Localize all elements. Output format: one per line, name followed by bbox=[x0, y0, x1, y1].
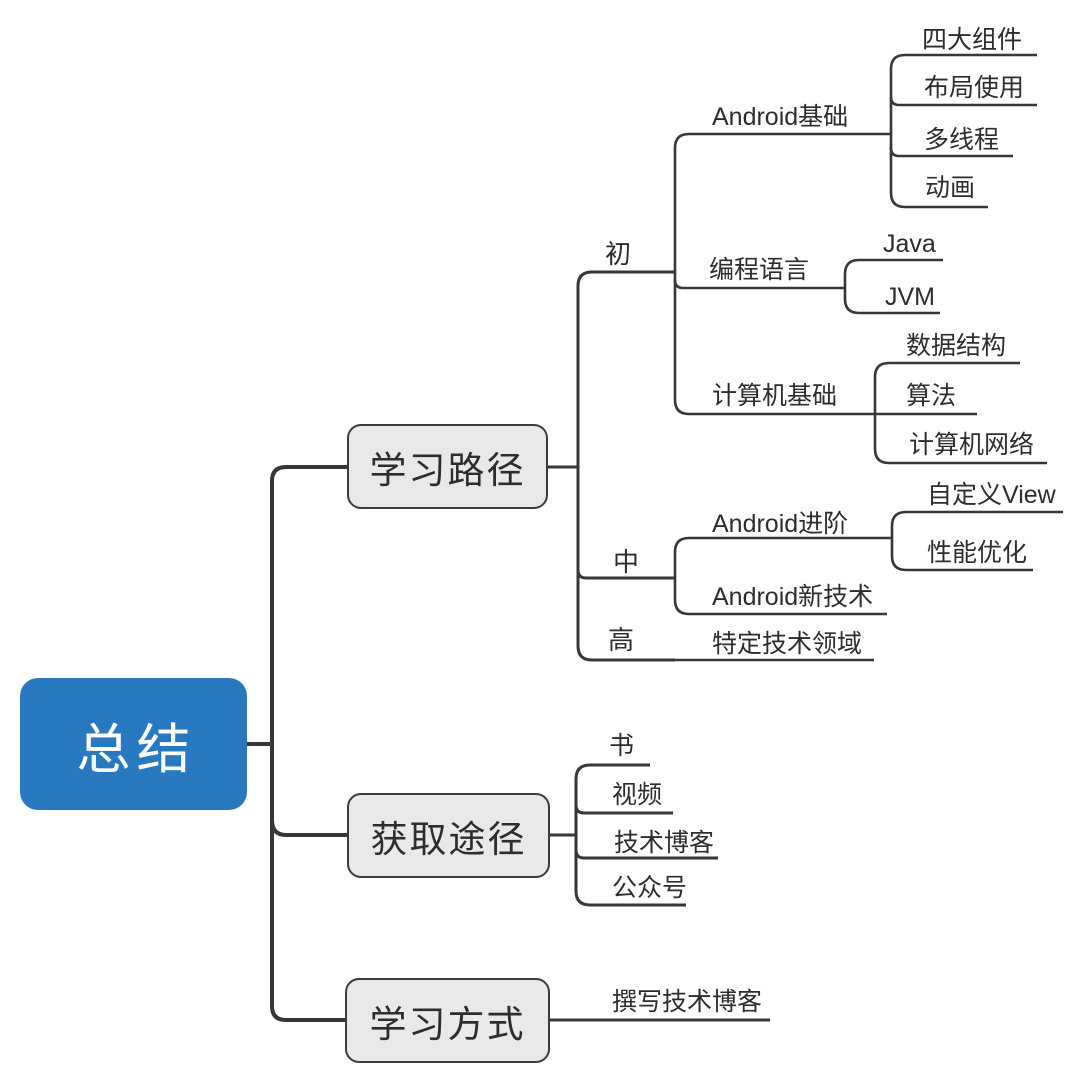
node-performance-optimization[interactable]: 性能优化 bbox=[927, 539, 1028, 567]
node-learning-methods[interactable]: 学习方式 bbox=[345, 978, 550, 1063]
node-cs-fundamentals[interactable]: 计算机基础 bbox=[712, 382, 838, 410]
node-data-structures[interactable]: 数据结构 bbox=[906, 332, 1007, 360]
node-layout-usage[interactable]: 布局使用 bbox=[924, 74, 1025, 102]
node-videos[interactable]: 视频 bbox=[612, 781, 663, 809]
node-computer-networks[interactable]: 计算机网络 bbox=[909, 431, 1035, 459]
node-advanced[interactable]: 高 bbox=[608, 625, 635, 655]
node-write-tech-blogs[interactable]: 撰写技术博客 bbox=[612, 988, 763, 1016]
node-acquisition-channels[interactable]: 获取途径 bbox=[347, 793, 550, 878]
connector-group-learning-path bbox=[548, 270, 675, 662]
node-java[interactable]: Java bbox=[883, 230, 936, 258]
node-programming-language[interactable]: 编程语言 bbox=[709, 256, 810, 284]
connector-group-root bbox=[247, 465, 347, 1022]
node-intermediate[interactable]: 中 bbox=[613, 547, 640, 577]
node-beginner[interactable]: 初 bbox=[605, 239, 632, 269]
node-animation[interactable]: 动画 bbox=[925, 174, 976, 202]
node-android-basics[interactable]: Android基础 bbox=[712, 103, 849, 131]
node-android-new-tech[interactable]: Android新技术 bbox=[712, 583, 874, 611]
node-wechat-official-account[interactable]: 公众号 bbox=[612, 874, 688, 902]
node-root[interactable]: 总结 bbox=[20, 678, 247, 810]
node-algorithms[interactable]: 算法 bbox=[906, 382, 957, 410]
node-tech-blogs[interactable]: 技术博客 bbox=[614, 829, 715, 857]
node-jvm[interactable]: JVM bbox=[885, 283, 935, 311]
node-books[interactable]: 书 bbox=[609, 732, 635, 760]
node-android-advanced[interactable]: Android进阶 bbox=[712, 510, 849, 538]
node-multithreading[interactable]: 多线程 bbox=[924, 126, 1000, 154]
node-specific-tech-domain[interactable]: 特定技术领域 bbox=[712, 630, 863, 658]
node-learning-path[interactable]: 学习路径 bbox=[347, 424, 548, 509]
node-custom-view[interactable]: 自定义View bbox=[927, 481, 1056, 509]
node-four-components[interactable]: 四大组件 bbox=[922, 26, 1023, 54]
